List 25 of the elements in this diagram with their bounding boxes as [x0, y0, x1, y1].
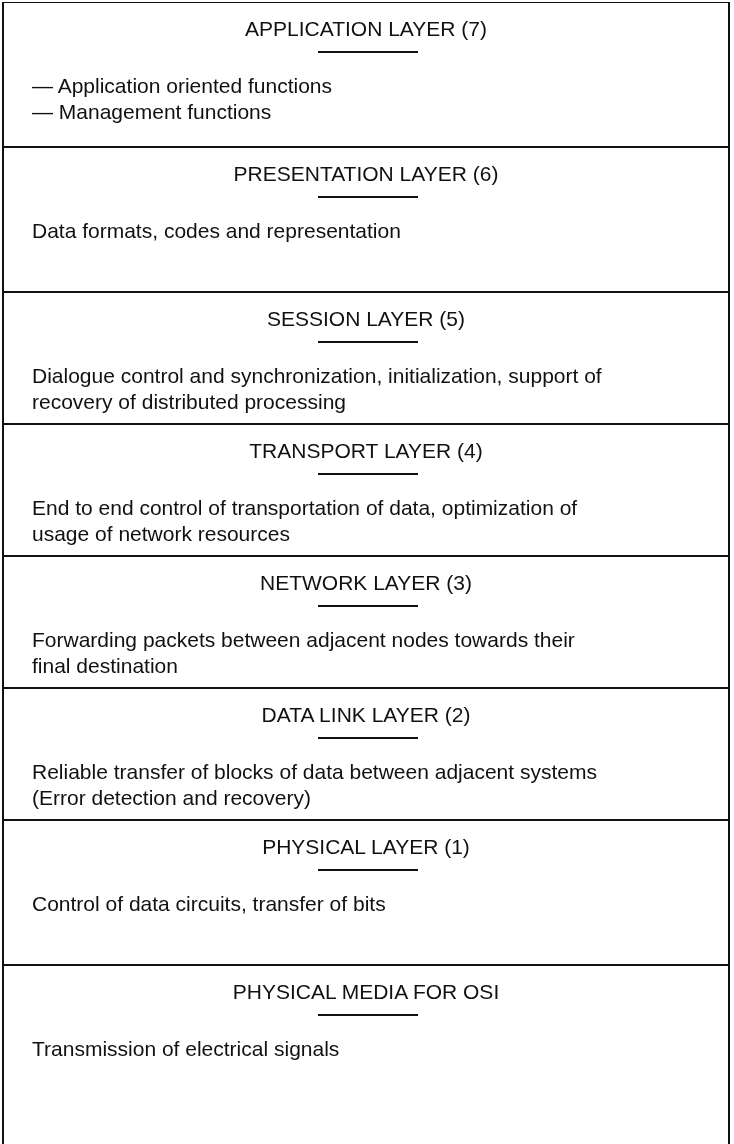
layer-description: Forwarding packets between adjacent nodes towards their final destination: [32, 627, 576, 680]
layer-description: Control of data circuits, transfer of bits: [32, 891, 387, 917]
layer-band: [2, 965, 730, 1144]
layer-title: TRANSPORT LAYER (4): [249, 439, 483, 463]
layer-band: [2, 424, 730, 556]
layer-title: APPLICATION LAYER (7): [245, 17, 487, 41]
layer-band: [2, 292, 730, 424]
layer-title: PHYSICAL MEDIA FOR OSI: [232, 980, 500, 1004]
layer-band: [2, 820, 730, 965]
layer-title: SESSION LAYER (5): [267, 307, 465, 331]
layer-title: DATA LINK LAYER (2): [261, 703, 471, 727]
layer-description: Dialogue control and synchronization, initialization, support of recovery of distributed processing: [32, 363, 603, 416]
layer-band: [2, 556, 730, 688]
layer-band: [2, 688, 730, 820]
layer-band: [2, 2, 730, 147]
layer-description: End to end control of transportation of data, optimization of usage of network resources: [32, 495, 579, 548]
layer-band: [2, 147, 730, 292]
function-item: — Management functions: [32, 99, 273, 126]
layer-title: PHYSICAL LAYER (1): [262, 835, 470, 859]
layer-description: Reliable transfer of blocks of data between adjacent systems (Error detection and recovery): [32, 759, 598, 812]
function-item: — Application oriented functions: [32, 73, 334, 99]
layer-title: NETWORK LAYER (3): [260, 571, 472, 595]
layer-description: Transmission of electrical signals: [32, 1036, 341, 1062]
layer-title: PRESENTATION LAYER (6): [233, 162, 499, 186]
layer-description: Data formats, codes and representation: [32, 218, 402, 244]
